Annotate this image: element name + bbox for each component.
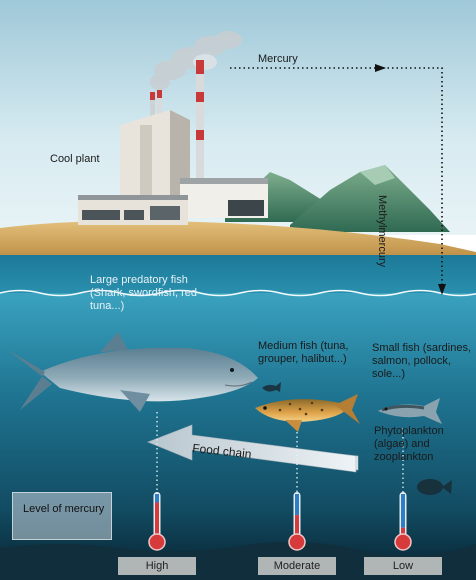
level-of-mercury-title: Level of mercury [23, 503, 105, 515]
medium-fish-label: Medium fish (tuna, grouper, halibut...) [258, 340, 349, 365]
level-tag-high: High [118, 557, 196, 575]
tiny-fish [262, 382, 281, 392]
thermometer-bulb [148, 533, 166, 551]
thermometer-level [295, 515, 299, 540]
thermometer-empty-part [155, 494, 159, 503]
thermometer-level [155, 502, 159, 540]
plant-label: Cool plant [50, 153, 100, 165]
shark [8, 332, 258, 412]
mercury-label: Mercury [258, 53, 298, 65]
level-leaders [156, 412, 404, 498]
power-plant [78, 60, 268, 225]
methylmercury-label: Methylmercury [376, 195, 388, 268]
beach [0, 220, 476, 262]
thermometer-empty-part [295, 494, 299, 516]
level-tag-low: Low [364, 557, 442, 575]
food-chain-arrow-body [147, 424, 357, 473]
small-fish-label: Small fish (sardines, salmon, pollock, s… [372, 342, 472, 380]
thermometer-bulb [288, 533, 306, 551]
medium-fish [255, 394, 360, 432]
thermometer-bulb [394, 533, 412, 551]
thermometer-moderate [288, 492, 306, 551]
mercury-flow-arrow [230, 64, 446, 295]
level-of-mercury-box: Level of mercury [12, 492, 112, 540]
level-tag-moderate: Moderate [258, 557, 336, 575]
plankton-fish [417, 479, 452, 495]
large-fish-label: Large predatory fish (Shark, swordfish, … [90, 274, 197, 312]
waterline [0, 289, 476, 297]
sea-surface [0, 255, 476, 295]
thermometers [148, 492, 412, 551]
thermometer-empty-part [401, 494, 405, 528]
small-fish [378, 398, 442, 424]
thermometer-low [394, 492, 412, 551]
thermometer-high [148, 492, 166, 551]
plankton-label: Phytoplankton (algae) and zooplankton [374, 425, 444, 463]
